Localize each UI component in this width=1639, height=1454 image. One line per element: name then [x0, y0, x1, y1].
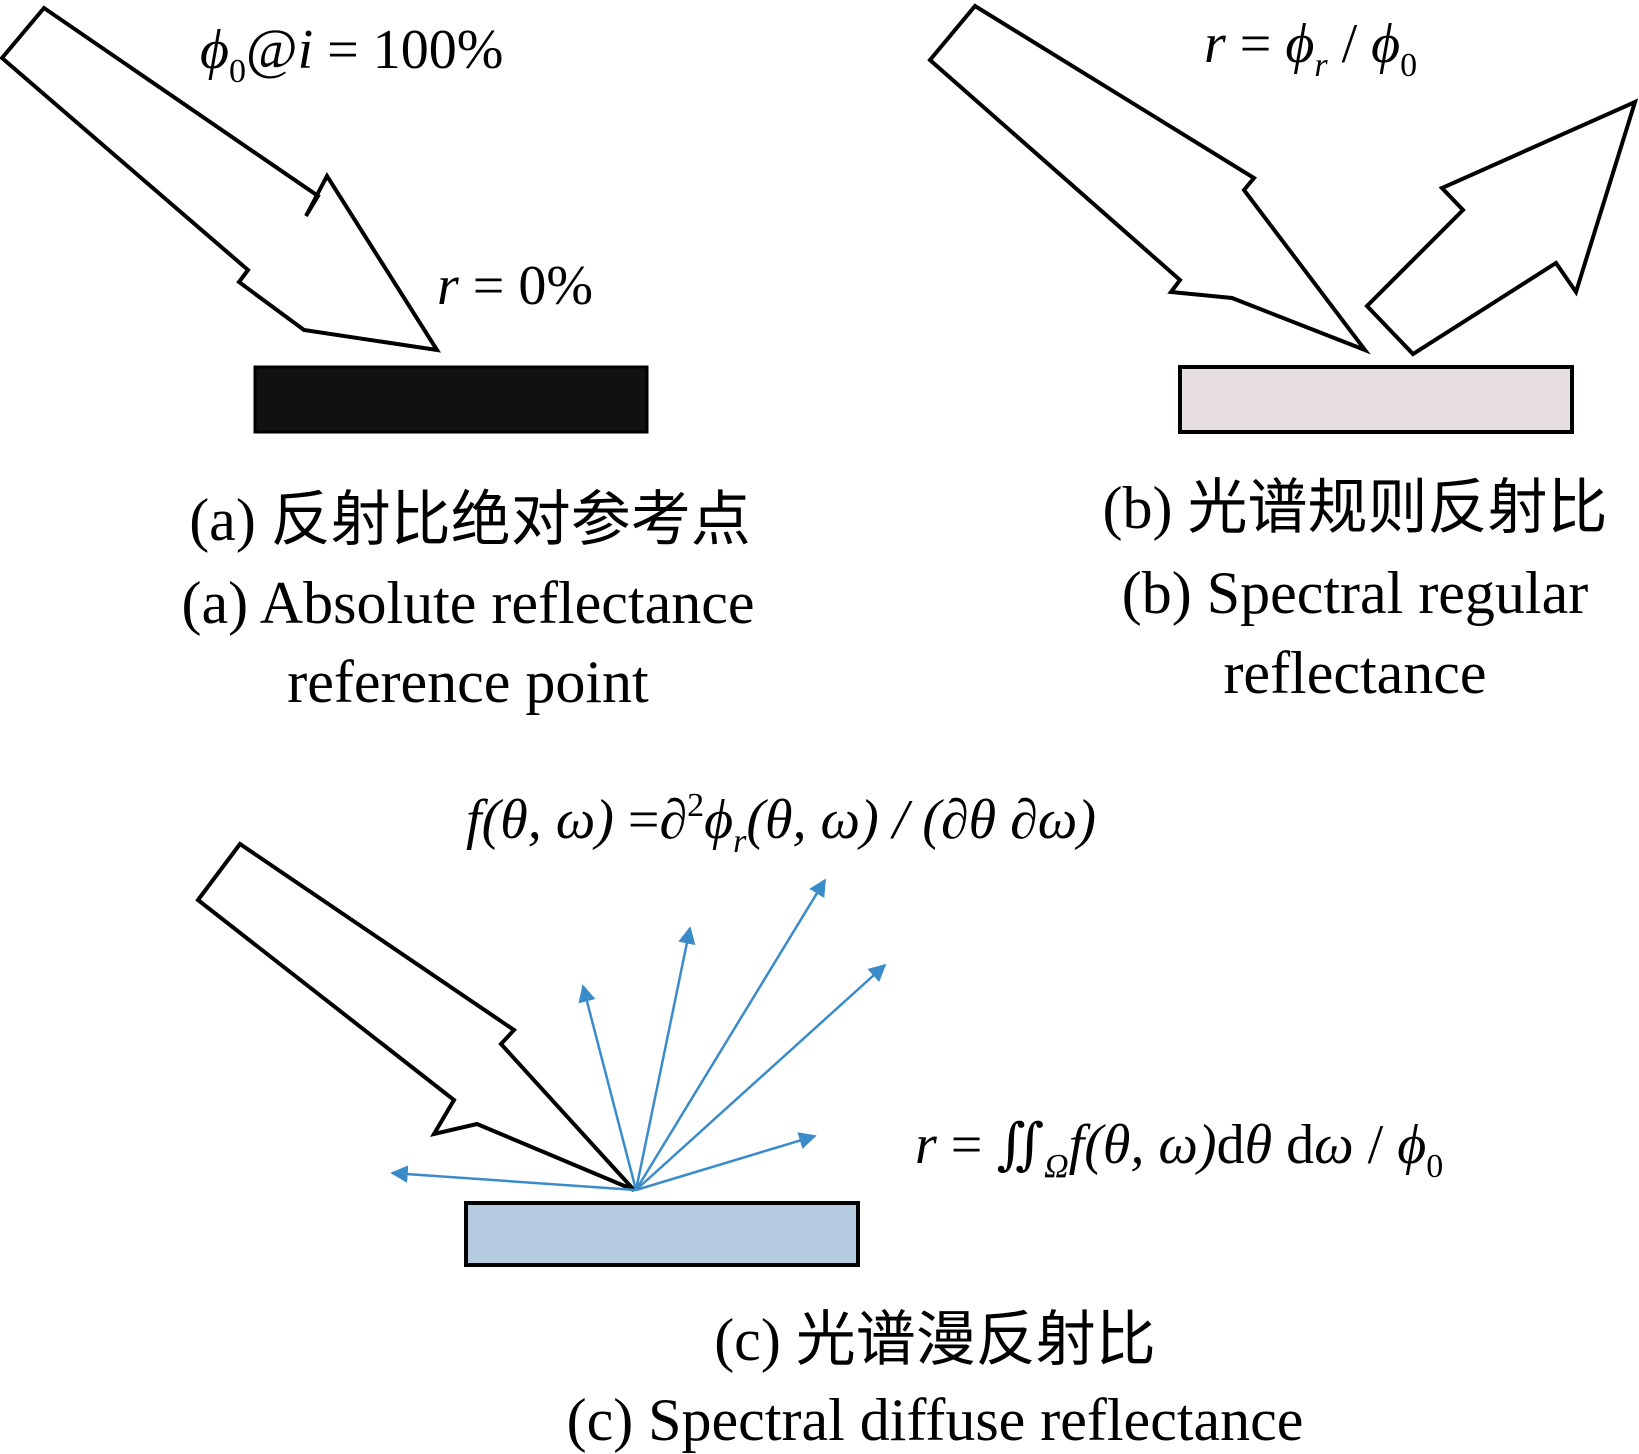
reflected-arrow-icon — [1364, 98, 1639, 357]
caption-a-en-line1: (a) Absolute reflectance — [181, 570, 754, 636]
caption-b-en-line1: (b) Spectral regular — [1122, 560, 1588, 626]
panel-b: r = ϕr / ϕ0 (b) 光谱规则反射比 (b) Spectral reg… — [927, 3, 1639, 706]
caption-c-en: (c) Spectral diffuse reflectance — [567, 1387, 1304, 1453]
equation-diffuse-reflectance: r = ∬Ωf(θ, ω)dθ dω / ϕ0 — [915, 1114, 1443, 1185]
incident-arrow-icon — [0, 5, 442, 353]
equation-brdf: f(θ, ω) =∂2ϕr(θ, ω) / (∂θ ∂ω) — [466, 787, 1096, 860]
equation-regular-reflectance: r = ϕr / ϕ0 — [1204, 13, 1417, 84]
panel-c: f(θ, ω) =∂2ϕr(θ, ω) / (∂θ ∂ω) r = ∬Ωf(θ,… — [195, 787, 1443, 1453]
equation-incident-flux: ϕ0@i = 100% — [200, 19, 503, 90]
caption-a-en-line2: reference point — [287, 649, 649, 715]
diffuse-reflector-plate — [464, 1201, 860, 1267]
caption-a-cn: (a) 反射比绝对参考点 — [189, 487, 751, 553]
diffuse-ray-6 — [635, 1132, 817, 1192]
incident-arrow-icon — [195, 841, 636, 1192]
caption-b-cn: (b) 光谱规则反射比 — [1103, 475, 1608, 541]
regular-reflector-plate — [1178, 365, 1574, 434]
caption-c-cn: (c) 光谱漫反射比 — [714, 1307, 1156, 1373]
diffuse-rays — [390, 878, 887, 1192]
incident-arrow-icon — [927, 3, 1371, 355]
panel-a: ϕ0@i = 100% r = 0% (a) 反射比绝对参考点 (a) Abso… — [0, 5, 755, 715]
equation-reflectance-zero: r = 0% — [437, 255, 593, 317]
black-reference-plate — [253, 365, 649, 434]
diffuse-ray-5 — [635, 963, 887, 1191]
diffuse-ray-1 — [390, 1165, 637, 1192]
diffuse-ray-2 — [578, 984, 638, 1191]
caption-b-en-line2: reflectance — [1223, 640, 1486, 706]
diffuse-ray-4 — [634, 878, 827, 1191]
diffuse-ray-3 — [634, 926, 696, 1191]
